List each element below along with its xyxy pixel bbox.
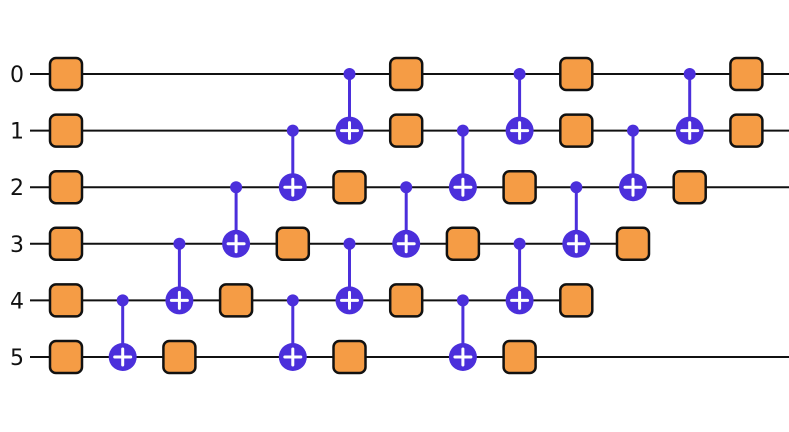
single-qubit-gate [275, 226, 311, 262]
single-qubit-gate [615, 226, 651, 262]
cnot-control-dot [456, 294, 469, 307]
cnot-target [335, 286, 364, 315]
cnot-control-dot [513, 237, 526, 250]
single-qubit-gate [502, 339, 537, 375]
single-qubit-gate [559, 113, 594, 148]
cnot-target [278, 343, 307, 371]
cnot-target [222, 229, 251, 258]
cnot-control-dot [343, 68, 356, 80]
qubit-labels: 0 1 2 3 4 5 [10, 63, 24, 371]
cnot-target [108, 343, 137, 371]
cnot-control-dot [343, 237, 356, 250]
single-qubit-gate [48, 339, 84, 375]
cnot-target [448, 173, 477, 202]
cnot-target [165, 286, 194, 315]
cnot-target [392, 229, 421, 258]
cnot-target [619, 173, 647, 202]
cnot-target [278, 173, 307, 202]
cnot-target [505, 116, 534, 145]
qubit-label: 4 [10, 289, 24, 314]
cnot-control-dot [456, 124, 469, 137]
cnot-target [448, 343, 477, 371]
cnot-control-dot [286, 294, 299, 307]
cnot-control-dot [116, 294, 129, 307]
single-qubit-gate [218, 283, 254, 318]
single-qubit-gate [388, 56, 424, 92]
cnot-control-dot [683, 68, 696, 80]
cnot-control-dot [230, 181, 243, 194]
cnot-control-dot [400, 181, 413, 194]
cnot-control-dot [286, 124, 299, 137]
single-qubit-gate [559, 56, 594, 92]
single-qubit-gate [502, 169, 537, 205]
single-qubit-gate [332, 169, 367, 205]
single-qubit-gate [672, 169, 707, 205]
cnot-target [562, 229, 591, 258]
single-qubit-gate [388, 113, 424, 148]
cnot-target [335, 116, 364, 145]
single-qubit-gate [729, 56, 764, 92]
gates-layer [48, 56, 764, 375]
qubit-label: 5 [10, 346, 24, 371]
single-qubit-gate [48, 283, 84, 318]
single-qubit-gate [48, 169, 84, 205]
qubit-label: 2 [10, 176, 24, 201]
single-qubit-gate [48, 226, 84, 262]
qubit-label: 1 [10, 120, 24, 145]
single-qubit-gate [559, 283, 594, 318]
cnot-target [505, 286, 534, 315]
single-qubit-gate [729, 113, 764, 148]
cnot-control-dot [513, 68, 526, 80]
cnot-target [675, 116, 704, 145]
qubit-label: 3 [10, 233, 24, 258]
single-qubit-gate [48, 56, 84, 92]
cnot-control-dot [570, 181, 583, 194]
cnot-control-dot [627, 124, 639, 137]
single-qubit-gate [332, 339, 367, 375]
cnot-control-dot [173, 237, 186, 250]
qubit-label: 0 [10, 63, 24, 88]
single-qubit-gate [388, 283, 424, 318]
single-qubit-gate [162, 339, 197, 375]
single-qubit-gate [48, 113, 84, 148]
single-qubit-gate [445, 226, 481, 262]
